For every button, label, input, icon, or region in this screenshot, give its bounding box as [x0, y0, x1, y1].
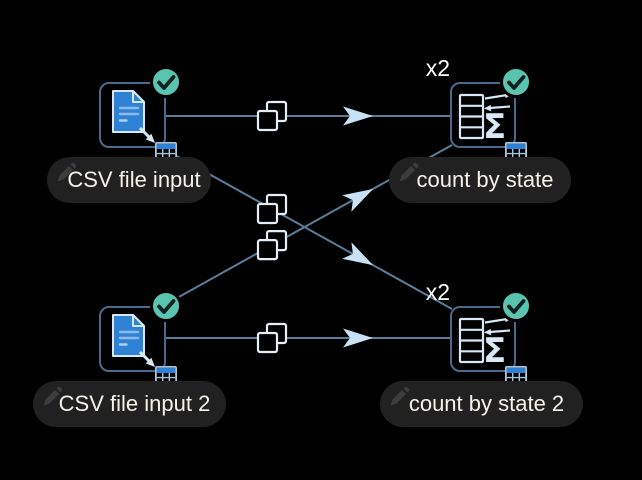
node-label: CSV file input 2 [58, 390, 211, 416]
csv-reader-icon [112, 314, 155, 367]
edge [166, 322, 452, 354]
node-count-by-state-2[interactable]: Σ [450, 290, 532, 388]
node-label: count by state 2 [408, 390, 565, 416]
arrowhead-icon [343, 106, 373, 126]
status-executed-icon [150, 66, 182, 98]
edit-pencil-icon [399, 162, 419, 182]
edge [163, 148, 453, 310]
copy-icon[interactable] [256, 193, 288, 225]
copy-icon[interactable] [256, 230, 288, 261]
node-repeat-badge: x2 [425, 55, 450, 81]
status-executed-icon [150, 290, 182, 322]
node-label-pill[interactable]: count by state [389, 157, 571, 203]
csv-reader-icon [112, 90, 155, 143]
edit-pencil-icon [390, 386, 410, 406]
node-label-pill[interactable]: CSV file input [47, 157, 211, 203]
status-executed-icon [500, 66, 532, 98]
node-csv-file-input[interactable] [99, 66, 182, 164]
arrowhead-icon [343, 328, 373, 348]
copy-icon[interactable] [256, 100, 288, 132]
arrowhead-icon [342, 242, 373, 266]
node-label-pill[interactable]: count by state 2 [380, 381, 583, 427]
arrowhead-icon [342, 189, 373, 212]
edit-pencil-icon [43, 386, 63, 406]
aggregator-icon: Σ [458, 316, 512, 371]
node-label-pill[interactable]: CSV file input 2 [33, 381, 226, 427]
aggregator-icon: Σ [458, 92, 512, 147]
copy-icon[interactable] [256, 322, 288, 354]
svg-text:Σ: Σ [483, 107, 506, 147]
node-label: count by state [416, 166, 554, 192]
node-label: CSV file input [67, 166, 201, 192]
edit-pencil-icon [57, 162, 77, 182]
svg-text:Σ: Σ [483, 331, 506, 371]
edge [166, 100, 452, 132]
connection-line[interactable] [163, 148, 453, 310]
node-repeat-badge: x2 [425, 279, 450, 305]
node-count-by-state[interactable]: Σ [450, 66, 532, 164]
node-csv-file-input-2[interactable] [99, 290, 182, 388]
status-executed-icon [500, 290, 532, 322]
